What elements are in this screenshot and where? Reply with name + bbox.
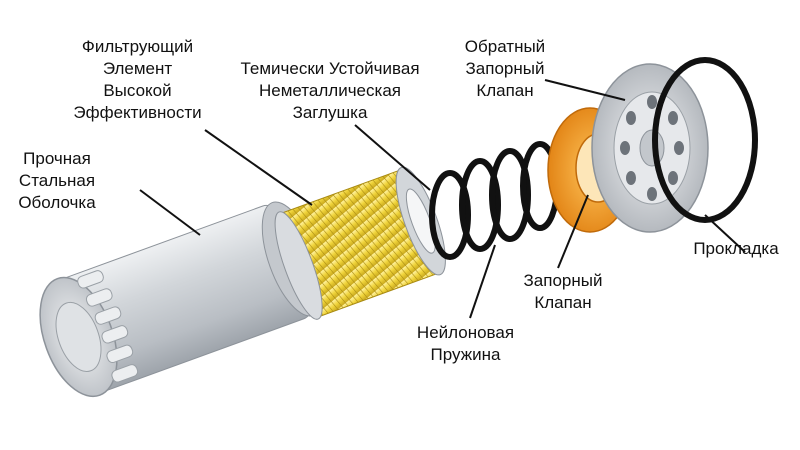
label-spring: Нейлоновая Пружина	[398, 322, 533, 366]
label-line: Клапан	[476, 81, 534, 100]
label-line: Нейлоновая	[416, 323, 515, 342]
label-stop-valve: Запорный Клапан	[508, 270, 618, 314]
leader-steel-shell	[139, 189, 201, 236]
label-line: Элемент	[102, 59, 173, 78]
label-filter-element: Фильтрующий Элемент Высокой Эффективност…	[40, 36, 235, 124]
leader-lines	[139, 79, 746, 319]
label-line: Прокладка	[693, 239, 779, 258]
label-line: Запорный	[465, 59, 545, 78]
label-end-cap: Темически Устойчивая Неметаллическая Заг…	[210, 58, 450, 124]
label-line: Высокой	[103, 81, 172, 100]
label-gasket: Прокладка	[680, 238, 792, 260]
check-valve-plate	[591, 63, 709, 233]
label-check-valve: Обратный Запорный Клапан	[450, 36, 560, 102]
label-line: Неметаллическая	[259, 81, 401, 100]
steel-shell	[39, 201, 324, 398]
label-line: Клапан	[534, 293, 592, 312]
label-line: Фильтрующий	[81, 37, 194, 56]
leader-end-cap	[354, 124, 431, 191]
label-line: Темически Устойчивая	[240, 59, 420, 78]
filter-element	[274, 166, 446, 320]
leader-filter-element	[204, 129, 313, 206]
leader-gasket	[704, 214, 746, 253]
leader-spring	[469, 244, 496, 319]
gasket	[652, 57, 758, 223]
label-line: Запорный	[523, 271, 603, 290]
label-line: Обратный	[464, 37, 546, 56]
label-line: Эффективности	[73, 103, 202, 122]
label-line: Заглушка	[292, 103, 368, 122]
leader-stop-valve	[557, 194, 589, 269]
nylon-spring	[429, 141, 560, 260]
label-line: Оболочка	[18, 193, 96, 212]
label-steel-shell: Прочная Стальная Оболочка	[2, 148, 112, 214]
label-line: Пружина	[430, 345, 501, 364]
leader-check-valve	[544, 79, 626, 101]
label-line: Прочная	[23, 149, 91, 168]
label-line: Стальная	[18, 171, 96, 190]
